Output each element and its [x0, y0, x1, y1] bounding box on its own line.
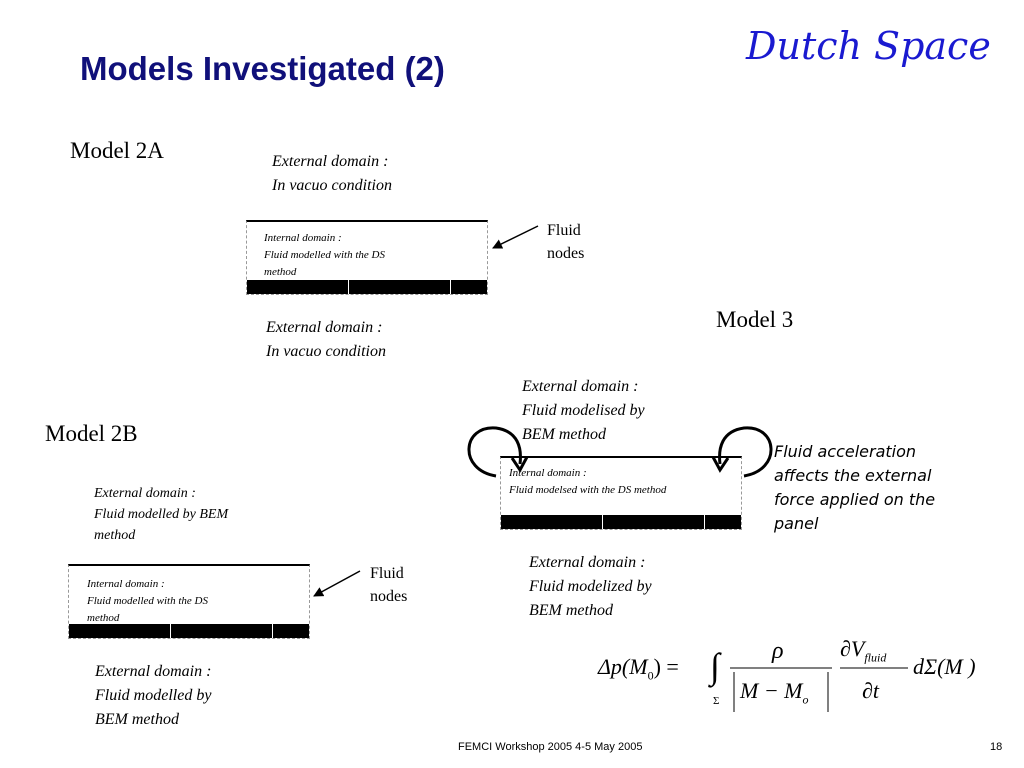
- text-line: Fluid acceleration: [774, 442, 917, 461]
- model-2a-external-top: External domain : In vacuo condition: [272, 150, 392, 198]
- model-2b-fluid-nodes-label: Fluid nodes: [370, 562, 407, 608]
- formula-tail: dΣ(M ): [913, 654, 976, 679]
- panel-divider: [348, 280, 349, 294]
- text-line: External domain :: [94, 486, 196, 501]
- text-line: External domain :: [272, 153, 389, 170]
- model-3-left-loop-arrow: [467, 426, 522, 478]
- text-line: affects the external: [774, 466, 932, 485]
- model-3-structure-panel: [501, 515, 741, 529]
- formula-dt: ∂t: [862, 678, 879, 703]
- slide-title: Models Investigated (2): [80, 50, 445, 87]
- formula-dv: ∂Vfluid: [840, 636, 886, 665]
- model-2a-panel-box: Internal domain : Fluid modelled with th…: [246, 220, 488, 295]
- text-line: panel: [774, 514, 819, 533]
- panel-divider: [170, 624, 171, 638]
- text-line: Fluid: [370, 565, 404, 582]
- panel-divider: [704, 515, 705, 529]
- model-3-internal-text: Internal domain : Fluid modelsed with th…: [509, 465, 666, 499]
- formula-denominator: M − Mo: [740, 678, 809, 707]
- model-3-right-loop-arrow: [718, 426, 773, 478]
- footer-text: FEMCI Workshop 2005 4-5 May 2005: [458, 741, 643, 753]
- text-line: Fluid modelized by: [529, 578, 652, 595]
- text-line: Fluid modelsed with the DS method: [509, 484, 667, 496]
- text-line: Fluid: [547, 222, 581, 239]
- text-line: force applied on the: [774, 490, 936, 509]
- model-2b-external-top: External domain : Fluid modelled by BEM …: [94, 483, 228, 546]
- formula-denominator-text: M − M: [740, 678, 803, 703]
- text-line: External domain :: [529, 554, 646, 571]
- panel-divider: [602, 515, 603, 529]
- model-2b-panel-box: Internal domain : Fluid modelled with th…: [68, 564, 310, 639]
- model-2a-internal-text: Internal domain : Fluid modelled with th…: [264, 230, 385, 281]
- text-line: method: [264, 266, 297, 278]
- text-line: External domain :: [522, 378, 639, 395]
- text-line: Fluid modelled by: [95, 687, 212, 704]
- text-line: In vacuo condition: [272, 177, 392, 194]
- text-line: Internal domain :: [87, 578, 165, 590]
- formula-denominator-subscript: o: [802, 692, 809, 707]
- text-line: BEM method: [95, 711, 179, 728]
- model-2b-internal-text: Internal domain : Fluid modelled with th…: [87, 576, 208, 627]
- model-3-left-arrowhead: [510, 456, 529, 473]
- formula-integral-sign: ∫: [710, 646, 720, 686]
- formula-lhs-text: Δp(M: [598, 654, 648, 679]
- text-line: method: [87, 612, 120, 624]
- model-2b-structure-panel: [69, 624, 309, 638]
- text-line: BEM method: [522, 426, 606, 443]
- formula-dv-subscript: fluid: [864, 650, 887, 665]
- text-line: External domain :: [266, 319, 383, 336]
- model-2a-external-bottom: External domain : In vacuo condition: [266, 316, 386, 364]
- formula-lhs-close: ) =: [653, 654, 679, 679]
- text-line: Fluid modelled with the DS: [87, 595, 208, 607]
- page-number: 18: [990, 741, 1003, 753]
- model-2a-fluid-nodes-arrow: [492, 225, 539, 249]
- text-line: Fluid modelled with the DS: [264, 249, 385, 261]
- panel-divider: [450, 280, 451, 294]
- model-3-label: Model 3: [716, 307, 794, 332]
- text-line: nodes: [370, 588, 408, 605]
- panel-divider: [272, 624, 273, 638]
- text-line: nodes: [547, 245, 585, 262]
- text-line: Internal domain :: [264, 232, 342, 244]
- text-line: BEM method: [529, 602, 613, 619]
- formula-lhs: Δp(M0) =: [598, 654, 679, 683]
- text-line: In vacuo condition: [266, 343, 386, 360]
- formula-lhs-subscript: 0: [647, 668, 654, 683]
- model-2b-external-bottom: External domain : Fluid modelled by BEM …: [95, 660, 211, 732]
- brand-logo-text: Dutch Space: [746, 24, 991, 68]
- formula-dv-text: ∂V: [840, 636, 865, 661]
- model-3-panel-box: Internal domain : Fluid modelsed with th…: [500, 456, 742, 530]
- model-3-right-arrowhead: [711, 456, 730, 473]
- model-2b-label: Model 2B: [45, 421, 138, 446]
- text-line: External domain :: [95, 663, 212, 680]
- model-3-external-top: External domain : Fluid modelised by BEM…: [522, 375, 645, 447]
- model-3-external-bottom: External domain : Fluid modelized by BEM…: [529, 551, 652, 623]
- model-2a-label: Model 2A: [70, 138, 164, 163]
- model-2b-fluid-nodes-arrow: [313, 570, 361, 597]
- text-line: Fluid modelled by BEM: [94, 507, 229, 522]
- formula-integral-subscript: Σ: [713, 695, 720, 707]
- model-2a-fluid-nodes-label: Fluid nodes: [547, 219, 584, 265]
- text-line: method: [94, 528, 136, 543]
- model-3-note: Fluid acceleration affects the external …: [774, 440, 935, 536]
- model-2a-structure-panel: [247, 280, 487, 294]
- formula-numerator-rho: ρ: [772, 638, 784, 664]
- text-line: Internal domain :: [509, 467, 587, 479]
- text-line: Fluid modelised by: [522, 402, 645, 419]
